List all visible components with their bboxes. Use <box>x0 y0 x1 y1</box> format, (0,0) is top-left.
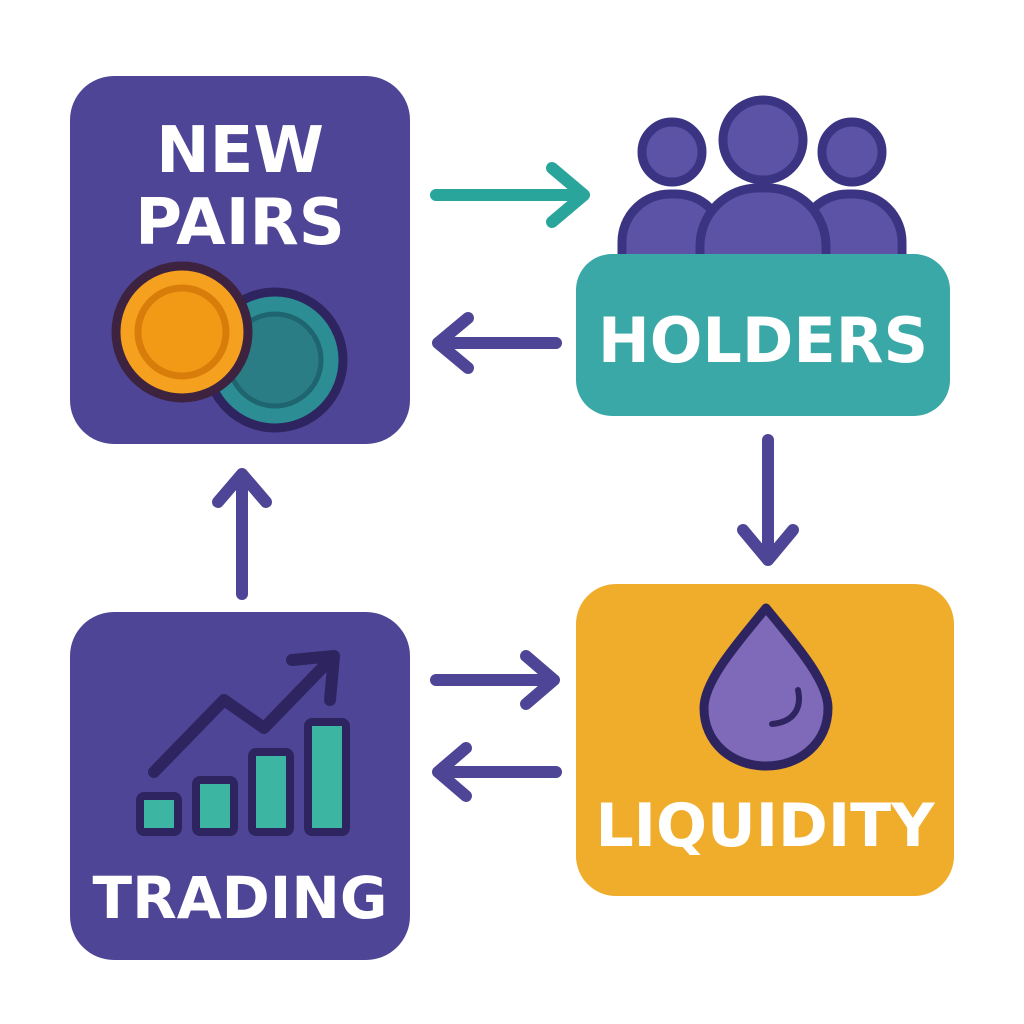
trading-label: TRADING <box>93 864 388 932</box>
node-holders: HOLDERS <box>576 95 950 416</box>
coins-icon <box>111 261 348 433</box>
edge-holders-to-new-pairs <box>432 312 562 374</box>
edge-new-pairs-to-holders <box>430 162 590 228</box>
holders-box <box>576 254 950 416</box>
droplet-icon <box>699 603 833 771</box>
node-trading: TRADING <box>70 612 410 960</box>
edge-trading-to-new-pairs <box>212 468 272 600</box>
edge-holders-to-liquidity <box>737 434 799 566</box>
node-new-pairs: NEW PAIRS <box>70 76 410 444</box>
edge-trading-to-liquidity <box>430 650 560 710</box>
new-pairs-label-line2: PAIRS <box>135 186 345 260</box>
node-liquidity: LIQUIDITY <box>576 584 954 896</box>
edge-liquidity-to-trading <box>432 742 562 802</box>
liquidity-label: LIQUIDITY <box>595 791 936 861</box>
new-pairs-label-line1: NEW <box>156 114 324 188</box>
growth-chart-icon <box>136 650 350 836</box>
holders-label: HOLDERS <box>598 304 928 377</box>
